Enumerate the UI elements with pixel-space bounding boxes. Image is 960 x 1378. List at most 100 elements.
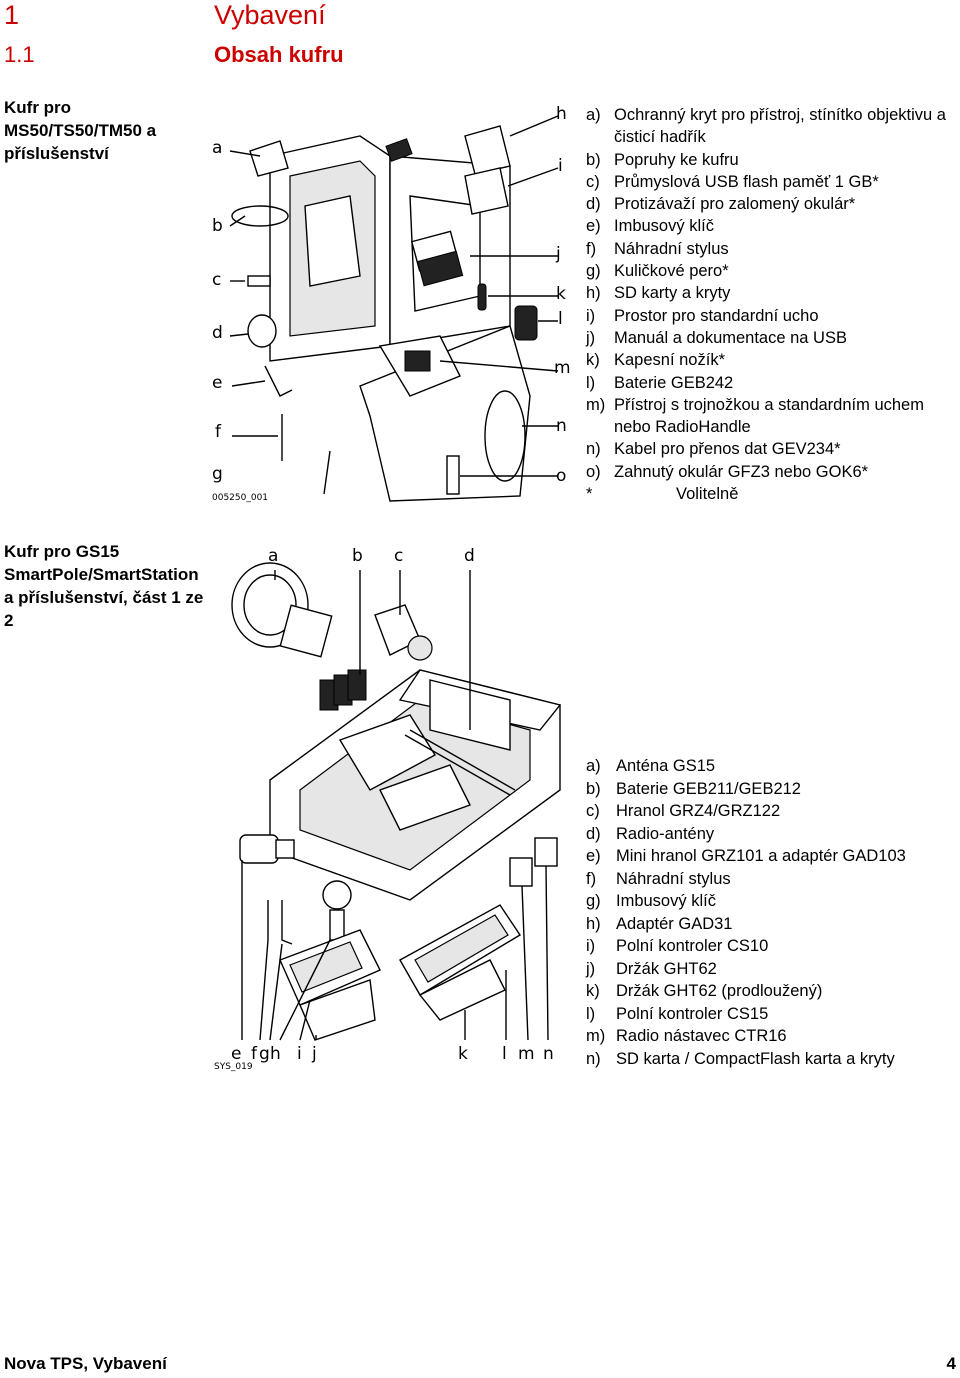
figure1-letter-g: g xyxy=(212,464,223,484)
list-item: k)Kapesní nožík* xyxy=(586,349,958,371)
block1-item-list: a)Ochranný kryt pro přístroj, stínítko o… xyxy=(586,104,958,505)
list-item: m) Radio nástavec CTR16 xyxy=(586,1025,958,1048)
list-item: e) Imbusový klíč xyxy=(586,215,958,237)
list-item-key: j) xyxy=(586,328,596,347)
figure2-letter-a: a xyxy=(268,546,279,566)
list-item-key: b) xyxy=(586,150,601,169)
list-item: h)Adaptér GAD31 xyxy=(586,913,958,936)
list-item-key: m) xyxy=(586,395,606,414)
list-item: g) Imbusový klíč xyxy=(586,890,958,913)
figure2-letter-i: i xyxy=(297,1044,302,1064)
figure2-letter-b: b xyxy=(352,546,363,566)
case-illustration-ms50 xyxy=(229,115,559,502)
list-item-key: l) xyxy=(586,1004,596,1023)
list-item-text: Manuál a dokumentace na USB xyxy=(614,328,847,347)
list-item-key: c) xyxy=(586,802,600,820)
list-item: l)Baterie GEB242 xyxy=(586,372,958,394)
list-item: i) Polní kontroler CS10 xyxy=(586,935,958,958)
list-item-key: m) xyxy=(586,1027,606,1045)
list-item-text: Zahnutý okulár GFZ3 nebo GOK6* xyxy=(614,462,869,481)
figure1-letter-m: m xyxy=(554,358,571,378)
figure1-letter-d: d xyxy=(212,323,223,343)
figure2-letter-k: k xyxy=(458,1044,468,1064)
figure1-letter-a: a xyxy=(212,138,223,158)
section-number: 1.1 xyxy=(4,42,35,67)
list-item: d)Radio-antény xyxy=(586,823,958,846)
list-item-text: Držák GHT62 xyxy=(616,959,717,978)
figure2-letter-m: m xyxy=(518,1044,535,1064)
list-item-text: Mini hranol GRZ101 a adaptér GAD103 xyxy=(616,847,906,865)
list-item-text: Kabel pro přenos dat GEV234* xyxy=(614,440,841,459)
list-item-text: Přístroj s trojnožkou a standardním uche… xyxy=(614,395,924,437)
list-item-text: Ochranný kryt pro přístroj, stínítko obj… xyxy=(614,106,946,147)
list-item-key: l) xyxy=(586,373,596,392)
list-item: c)Hranol GRZ4/GRZ122 xyxy=(586,800,958,823)
list-item: o) Zahnutý okulár GFZ3 nebo GOK6* xyxy=(586,461,958,483)
list-item-text: Imbusový klíč xyxy=(614,217,714,236)
list-item-key: k) xyxy=(586,351,600,370)
list-item: j) Manuál a dokumentace na USB xyxy=(586,327,958,349)
figure1-letter-o: o xyxy=(556,466,567,486)
figure2-letter-d: d xyxy=(464,546,475,566)
list-item-text: Popruhy ke kufru xyxy=(614,150,739,169)
figure1-letter-c: c xyxy=(212,270,222,290)
list-item: n) Kabel pro přenos dat GEV234* xyxy=(586,438,958,460)
list-item: l) Polní kontroler CS15 xyxy=(586,1003,958,1026)
list-item-key: e) xyxy=(586,217,601,236)
list-item-key: o) xyxy=(586,462,601,481)
list-item-text: Polní kontroler CS15 xyxy=(616,1004,769,1023)
list-item: c)Průmyslová USB flash paměť 1 GB* xyxy=(586,171,958,193)
list-item-text: Polní kontroler CS10 xyxy=(616,937,769,955)
list-item-text: Držák GHT62 (prodloužený) xyxy=(616,982,823,1000)
list-item: f)Náhradní stylus xyxy=(586,238,958,260)
list-item-text: Anténa GS15 xyxy=(616,757,716,775)
list-item: f)Náhradní stylus xyxy=(586,868,958,891)
figure1-letter-h: h xyxy=(556,104,567,124)
list-item: j)Držák GHT62 xyxy=(586,958,958,981)
page-number: 4 xyxy=(946,1354,956,1373)
figure2-letter-j: j xyxy=(312,1044,317,1064)
list-item: b)Baterie GEB211/GEB212 xyxy=(586,778,958,801)
list-item: k)Držák GHT62 (prodloužený) xyxy=(586,980,958,1003)
list-item-text: Protizávaží pro zalomený okulár* xyxy=(614,195,856,214)
list-item-text: Průmyslová USB flash paměť 1 GB* xyxy=(614,172,879,191)
list-item-key: f) xyxy=(586,869,597,888)
figure1-letter-n: n xyxy=(556,416,567,436)
figure2-letter-e: e xyxy=(231,1044,242,1064)
figure2-letter-l: l xyxy=(502,1044,507,1064)
figure1-letter-l: l xyxy=(558,309,563,329)
list-item: e) Mini hranol GRZ101 a adaptér GAD103 xyxy=(586,845,958,868)
list-item-key: g) xyxy=(586,262,601,281)
list-item-key: d) xyxy=(586,195,601,214)
chapter-number: 1 xyxy=(4,0,20,30)
list-item: g) Kuličkové pero* xyxy=(586,260,958,282)
list-item-text: Kuličkové pero* xyxy=(614,262,729,281)
list-item-text: Radio nástavec CTR16 xyxy=(616,1027,787,1045)
figure1-letter-k: k xyxy=(556,284,566,304)
list-item-key: e) xyxy=(586,847,601,865)
list-item-key: g) xyxy=(586,892,601,910)
block2-label: Kufr pro GS15 SmartPole/SmartStation a p… xyxy=(4,542,204,630)
chapter-title: Vybavení xyxy=(214,0,326,30)
section-title: Obsah kufru xyxy=(214,42,344,67)
list-item-key: n) xyxy=(586,1049,601,1068)
list-item-key: h) xyxy=(586,284,601,303)
list-item-text: SD karty a kryty xyxy=(614,284,731,303)
case-illustration-gs15 xyxy=(231,562,562,1041)
list-item-key: i) xyxy=(586,937,596,955)
list-item-key: i) xyxy=(586,306,596,325)
list-item: a)Ochranný kryt pro přístroj, stínítko o… xyxy=(586,104,958,149)
figure2-letter-c: c xyxy=(394,546,404,566)
figure2-letter-g: g xyxy=(259,1044,270,1064)
figure2-id: SYS_019 xyxy=(214,1062,253,1072)
list-item: *Volitelně xyxy=(586,483,958,505)
list-item: n) SD karta / CompactFlash karta a kryty xyxy=(586,1048,958,1071)
list-item-text: SD karta / CompactFlash karta a kryty xyxy=(616,1049,895,1068)
figure2-letter-n: n xyxy=(543,1044,554,1064)
list-item-key: n) xyxy=(586,440,601,459)
list-item-text: Imbusový klíč xyxy=(616,892,716,910)
figure2-letter-f: f xyxy=(251,1044,257,1064)
list-item-text: Baterie GEB211/GEB212 xyxy=(616,779,801,798)
footer-title: Nova TPS, Vybavení xyxy=(4,1354,167,1373)
